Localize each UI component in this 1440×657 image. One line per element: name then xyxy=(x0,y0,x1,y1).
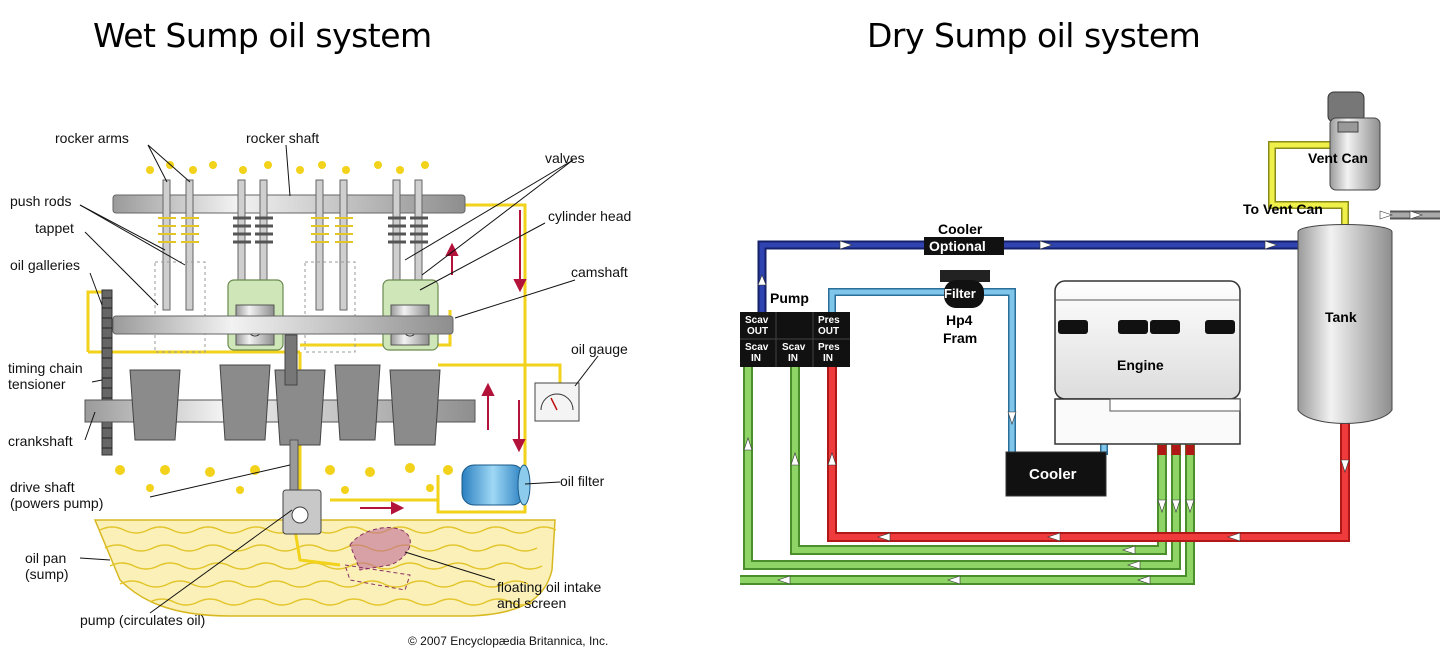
label-pump: pump (circulates oil) xyxy=(80,612,205,628)
label-valves: valves xyxy=(545,150,585,166)
wet-sump-title: Wet Sump oil system xyxy=(93,16,432,55)
label-camshaft: camshaft xyxy=(571,264,628,280)
label-oil-pan: oil pan xyxy=(25,550,66,566)
label-vent-can: Vent Can xyxy=(1308,150,1368,166)
label-pres-out-2: OUT xyxy=(818,326,839,337)
oil-filter-dry xyxy=(940,270,990,308)
label-optional: Optional xyxy=(929,238,986,254)
timing-chain xyxy=(101,289,113,456)
oil-gauge xyxy=(534,382,580,422)
oil-pan xyxy=(93,519,556,617)
leader-lines xyxy=(79,144,599,614)
label-cooler-box: Cooler xyxy=(1029,466,1077,483)
label-fram: Fram xyxy=(943,330,977,346)
pump-block xyxy=(740,312,850,367)
label-oil-gauge: oil gauge xyxy=(571,341,628,357)
vent-can xyxy=(1327,91,1381,191)
label-tank: Tank xyxy=(1325,309,1357,325)
wet-sump-diagram: rocker arms rocker shaft valves push rod… xyxy=(8,130,631,648)
label-oil-galleries: oil galleries xyxy=(10,257,80,273)
crankshaft xyxy=(84,334,476,446)
label-floating-intake: floating oil intake xyxy=(497,579,602,595)
label-scav-in-b-2: IN xyxy=(788,353,798,364)
label-cylinder-head: cylinder head xyxy=(548,208,631,224)
label-tappet: tappet xyxy=(35,220,74,236)
label-pres-out-1: Pres xyxy=(818,315,840,326)
label-push-rods: push rods xyxy=(10,193,71,209)
rocker-shaft xyxy=(112,194,466,214)
label-scav-out-2: OUT xyxy=(747,326,768,337)
label-scav-in-a-1: Scav xyxy=(745,342,769,353)
filter-line xyxy=(828,288,1016,455)
label-and-screen: and screen xyxy=(497,595,566,611)
label-pres-in-1: Pres xyxy=(818,342,840,353)
oil-filter xyxy=(461,464,531,506)
label-to-vent-can: To Vent Can xyxy=(1243,201,1323,217)
label-powers-pump: (powers pump) xyxy=(10,495,103,511)
floating-intake xyxy=(349,527,411,571)
label-engine: Engine xyxy=(1117,357,1164,373)
label-scav-in-b-1: Scav xyxy=(782,342,806,353)
return-line xyxy=(757,240,1330,312)
label-sump: (sump) xyxy=(25,566,69,582)
label-timing-chain: timing chain xyxy=(8,360,83,376)
tank xyxy=(1297,224,1393,424)
label-crankshaft: crankshaft xyxy=(8,433,73,449)
oil-waves xyxy=(99,526,557,606)
dry-sump-diagram: Vent Can To Vent Can Tank Cooler Optiona… xyxy=(740,91,1440,585)
label-scav-in-a-2: IN xyxy=(751,353,761,364)
label-pres-in-2: IN xyxy=(823,353,833,364)
label-drive-shaft: drive shaft xyxy=(10,479,75,495)
label-hp4: Hp4 xyxy=(946,312,973,328)
copyright: © 2007 Encyclopædia Britannica, Inc. xyxy=(408,634,608,648)
label-oil-filter: oil filter xyxy=(560,473,605,489)
label-filter: Filter xyxy=(944,286,976,301)
label-rocker-shaft: rocker shaft xyxy=(246,130,319,146)
label-cooler-top: Cooler xyxy=(938,221,983,237)
dry-sump-title: Dry Sump oil system xyxy=(867,16,1201,55)
label-tensioner: tensioner xyxy=(8,376,66,392)
label-scav-out-1: Scav xyxy=(745,315,769,326)
camshaft xyxy=(112,315,454,335)
optional-badge xyxy=(924,237,1004,255)
cylinders xyxy=(227,279,439,351)
cooler-box xyxy=(1005,451,1107,497)
engine xyxy=(1054,280,1241,445)
label-pump-dry: Pump xyxy=(770,290,809,306)
flow-arrows xyxy=(360,210,527,515)
label-rocker-arms: rocker arms xyxy=(55,130,129,146)
